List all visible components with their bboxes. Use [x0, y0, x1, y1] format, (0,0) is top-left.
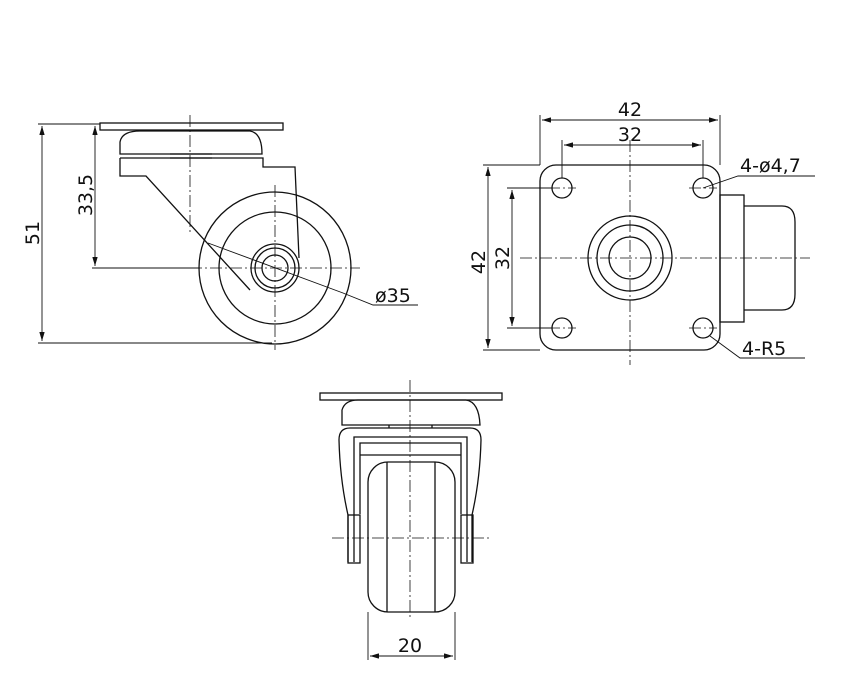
dim-hole-spacing-y: 32: [492, 246, 514, 270]
dim-wheel-diameter: ø35: [375, 285, 411, 307]
dim-hole-spacing-x: 32: [618, 124, 642, 146]
side-view: 51 33,5 ø35: [22, 115, 418, 350]
top-view: 42 32 42 32 4-ø4,7 4-R5: [468, 99, 815, 365]
label-holes: 4-ø4,7: [740, 155, 801, 177]
front-view: 20: [319, 380, 503, 660]
dim-plate-to-axle: 33,5: [75, 174, 97, 216]
dim-plate-width: 42: [618, 99, 642, 121]
dim-wheel-width: 20: [398, 635, 422, 657]
label-corner-radius: 4-R5: [742, 338, 786, 360]
dim-overall-height: 51: [22, 221, 44, 245]
dim-plate-height: 42: [468, 250, 490, 274]
